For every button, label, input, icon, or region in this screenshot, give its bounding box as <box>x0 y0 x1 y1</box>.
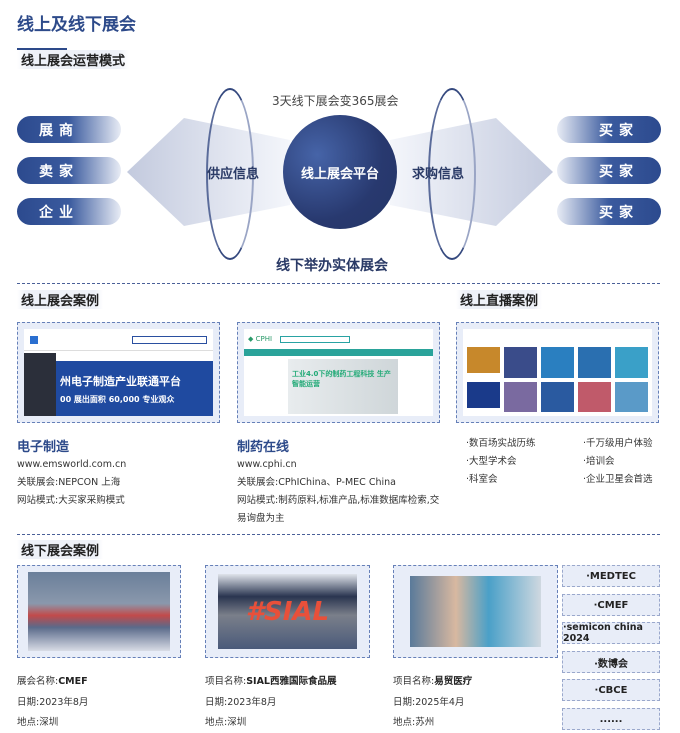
pill-seller: 卖家 <box>17 157 121 184</box>
online-cases-title: 线上展会案例 <box>17 290 104 309</box>
sial-photo: #SIAL <box>205 565 370 658</box>
offline-case-date: 日期:2025年4月 <box>393 697 465 708</box>
pill-buyer: 买家 <box>557 157 661 184</box>
offline-case-date: 日期:2023年8月 <box>17 697 89 708</box>
case-url[interactable]: www.emsworld.com.cn <box>17 459 127 470</box>
pill-exhibitor: 展商 <box>17 116 121 143</box>
offline-case-name: 展会名称:CMEF <box>17 676 88 687</box>
case-related: 关联展会:NEPCON 上海 <box>17 477 121 488</box>
exhibition-tag: ·MEDTEC <box>562 565 660 587</box>
live-bullet: ·科室会 <box>466 474 498 485</box>
pill-buyer: 买家 <box>557 198 661 225</box>
exhibition-tag: ·semicon china 2024 <box>562 622 660 644</box>
offline-case-place: 地点:深圳 <box>17 717 59 728</box>
case-name: 电子制造 <box>17 440 70 455</box>
live-cases-title: 线上直播案例 <box>456 290 543 309</box>
offline-case-place: 地点:苏州 <box>393 717 435 728</box>
offline-case-name: 项目名称:易贸医疗 <box>393 676 473 687</box>
exhibition-tag: ·CMEF <box>562 594 660 616</box>
exhibition-tag: ·数博会 <box>562 651 660 673</box>
divider <box>17 534 660 535</box>
case-related: 关联展会:CPhIChina、P-MEC China <box>237 477 396 488</box>
ems-banner-text: 州电子制造产业联通平台 <box>60 375 181 388</box>
pill-buyer: 买家 <box>557 116 661 143</box>
live-bullet: ·培训会 <box>583 456 615 467</box>
live-bullet: ·千万级用户体验 <box>583 438 653 449</box>
case-mode: 网站模式:制药原料,标准产品,标准数据库检索,交易询盘为主 <box>237 495 440 524</box>
live-bullet: ·大型学术会 <box>466 456 517 467</box>
cphi-screenshot: ◆ CPHI 工业4.0下的制药工程科技 生产智能运营 <box>237 322 440 423</box>
case-name: 制药在线 <box>237 440 290 455</box>
pill-enterprise: 企业 <box>17 198 121 225</box>
title-underline <box>17 48 67 50</box>
offline-case-date: 日期:2023年8月 <box>205 697 277 708</box>
emedical-photo <box>393 565 558 658</box>
top-caption: 3天线下展会变365展会 <box>272 94 399 108</box>
ems-banner-stats: 00 展出面积 60,000 专业观众 <box>60 395 175 404</box>
live-screenshot <box>456 322 659 423</box>
divider <box>17 283 660 284</box>
offline-case-name: 项目名称:SIAL西雅国际食品展 <box>205 676 337 687</box>
cphi-banner-text: 工业4.0下的制药工程科技 生产智能运营 <box>288 359 398 414</box>
exhibition-tag: ...... <box>562 708 660 730</box>
sial-logo-text: #SIAL <box>245 596 330 627</box>
page-title: 线上及线下展会 <box>17 15 136 35</box>
case-url[interactable]: www.cphi.cn <box>237 459 297 470</box>
live-bullet: ·数百场实战历练 <box>466 438 536 449</box>
emsworld-screenshot: 州电子制造产业联通平台 00 展出面积 60,000 专业观众 <box>17 322 220 423</box>
exhibition-tag: ·CBCE <box>562 679 660 701</box>
right-ring <box>428 88 476 260</box>
supply-info-label: 供应信息 <box>207 167 260 182</box>
cmef-photo <box>17 565 181 658</box>
demand-info-label: 求购信息 <box>412 167 465 182</box>
bottom-caption: 线下举办实体展会 <box>276 258 388 274</box>
offline-case-place: 地点:深圳 <box>205 717 247 728</box>
platform-circle: 线上展会平台 <box>283 115 397 229</box>
left-ring <box>206 88 254 260</box>
offline-cases-title: 线下展会案例 <box>17 540 104 559</box>
case-mode: 网站模式:大买家采购模式 <box>17 495 125 506</box>
live-bullet: ·企业卫星会首选 <box>583 474 653 485</box>
section-subtitle: 线上展会运营模式 <box>17 50 130 69</box>
platform-label: 线上展会平台 <box>300 166 379 182</box>
